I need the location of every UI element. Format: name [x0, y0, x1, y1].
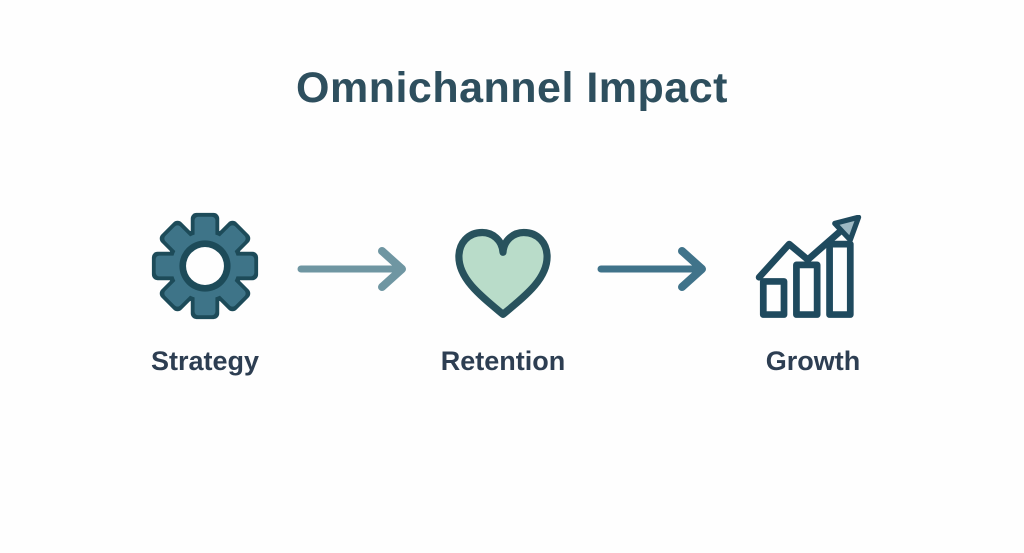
page-title: Omnichannel Impact [296, 64, 728, 112]
label-strategy: Strategy [150, 346, 260, 376]
label-retention: Retention [440, 346, 566, 376]
arrow-right-icon [597, 247, 706, 291]
label-growth: Growth [765, 346, 861, 376]
node-growth: Growth [713, 200, 913, 377]
gear-icon [150, 200, 260, 332]
heart-icon [449, 200, 557, 332]
growth-chart-icon [755, 200, 871, 332]
arrow-right-icon [297, 247, 406, 291]
node-strategy: Strategy [105, 200, 305, 377]
node-retention: Retention [403, 200, 603, 377]
